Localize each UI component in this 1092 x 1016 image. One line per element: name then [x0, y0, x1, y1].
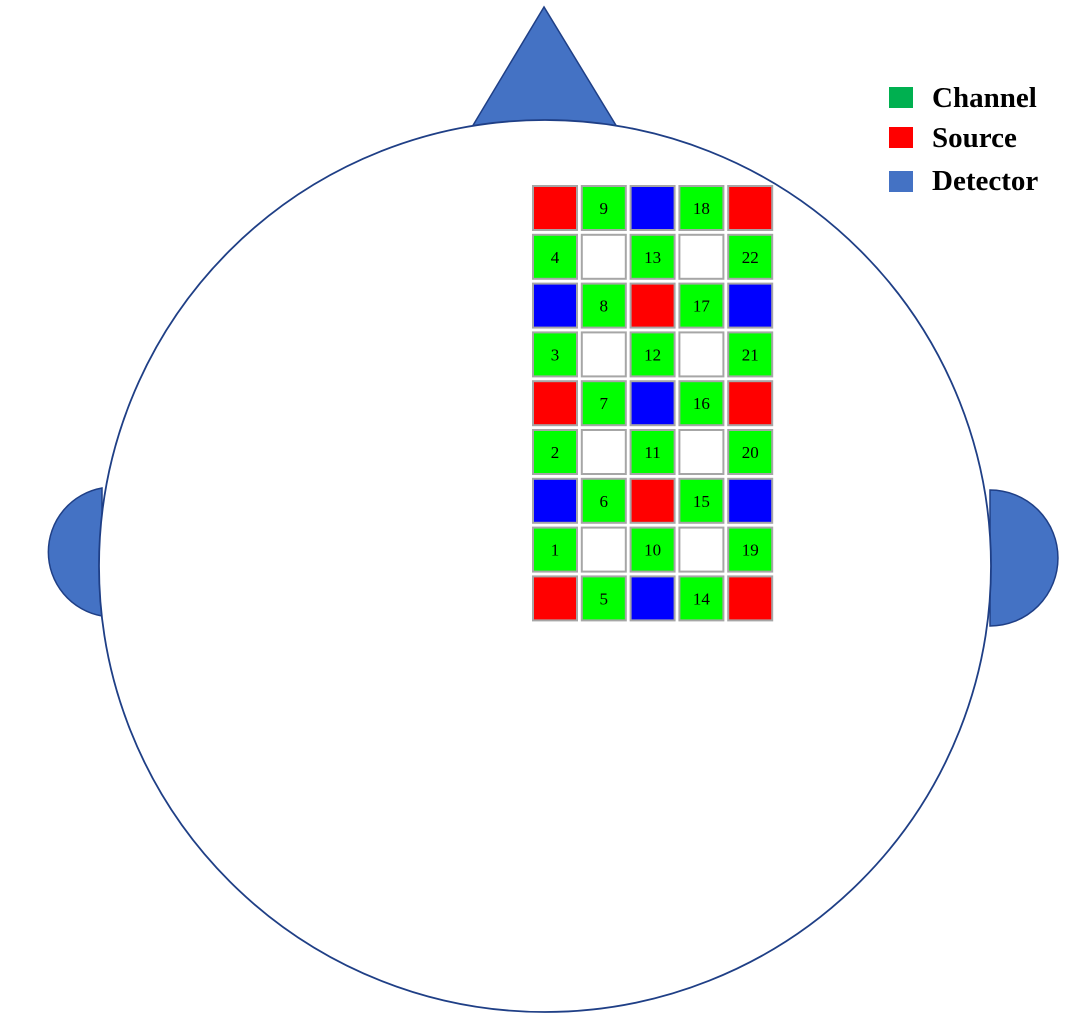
channel-number: 13 — [644, 248, 661, 267]
detector-cell — [727, 477, 774, 524]
channel-cell — [532, 233, 578, 280]
channel-cell — [580, 477, 627, 524]
channel-number: 21 — [742, 345, 759, 364]
channel-cell — [532, 526, 578, 573]
legend: Channel Source Detector — [889, 82, 1038, 197]
channel-number: 14 — [693, 589, 711, 608]
channel-cell — [678, 380, 725, 427]
channel-number: 8 — [600, 297, 609, 316]
channel-cell — [678, 477, 725, 524]
channel-cell — [629, 331, 676, 378]
channel-cell — [629, 233, 676, 280]
detector-cell — [629, 380, 676, 427]
probe-grid: 9 18 4 13 22 8 17 3 12 21 7 16 2 11 20 6 15 1 10 19 5 14 — [532, 185, 774, 622]
empty-cell — [580, 233, 627, 280]
channel-cell — [678, 282, 725, 329]
empty-cell — [678, 331, 725, 378]
detector-cell — [532, 477, 578, 524]
channel-cell — [727, 526, 774, 573]
empty-cell — [678, 429, 725, 475]
right-ear — [989, 489, 1059, 627]
channel-cell — [532, 429, 578, 475]
channel-cell — [629, 526, 676, 573]
channel-number: 3 — [551, 345, 560, 364]
channel-number: 15 — [693, 492, 710, 511]
channel-number: 1 — [551, 541, 560, 560]
channel-number: 4 — [551, 248, 560, 267]
detector-cell — [629, 575, 676, 622]
detector-cell — [727, 282, 774, 329]
channel-cell — [727, 331, 774, 378]
detector-cell — [629, 185, 676, 231]
channel-number: 6 — [600, 492, 609, 511]
channel-cell — [727, 429, 774, 475]
channel-cell — [580, 282, 627, 329]
channel-number: 19 — [742, 541, 759, 560]
source-cell — [727, 380, 774, 427]
channel-number: 18 — [693, 199, 710, 218]
channel-number: 12 — [644, 345, 661, 364]
empty-cell — [678, 526, 725, 573]
source-cell — [727, 575, 774, 622]
nose-triangle — [470, 5, 619, 128]
empty-cell — [580, 526, 627, 573]
channel-cell — [678, 185, 725, 231]
empty-cell — [678, 233, 725, 280]
legend-swatch-detector — [889, 171, 913, 192]
source-cell — [532, 575, 578, 622]
legend-swatch-channel — [889, 87, 913, 108]
channel-number: 9 — [600, 199, 609, 218]
channel-number: 2 — [551, 443, 560, 462]
channel-cell — [678, 575, 725, 622]
channel-cell — [532, 331, 578, 378]
channel-cell — [580, 380, 627, 427]
detector-cell — [532, 282, 578, 329]
channel-cell — [727, 233, 774, 280]
source-cell — [532, 185, 578, 231]
channel-number: 16 — [693, 394, 710, 413]
empty-cell — [580, 331, 627, 378]
source-cell — [532, 380, 578, 427]
channel-cell — [580, 575, 627, 622]
channel-number: 7 — [600, 394, 609, 413]
source-cell — [629, 477, 676, 524]
empty-cell — [580, 429, 627, 475]
legend-label-detector: Detector — [932, 165, 1038, 197]
channel-cell — [580, 185, 627, 231]
channel-number: 17 — [693, 297, 711, 316]
channel-number: 22 — [742, 248, 759, 267]
legend-swatch-source — [889, 127, 913, 148]
left-ear — [47, 487, 103, 617]
legend-label-source: Source — [932, 122, 1017, 154]
channel-number: 10 — [644, 541, 661, 560]
channel-number: 20 — [742, 443, 759, 462]
channel-number: 11 — [644, 443, 660, 462]
channel-number: 5 — [600, 589, 609, 608]
legend-label-channel: Channel — [932, 82, 1037, 114]
source-cell — [727, 185, 774, 231]
source-cell — [629, 282, 676, 329]
channel-cell — [629, 429, 676, 475]
